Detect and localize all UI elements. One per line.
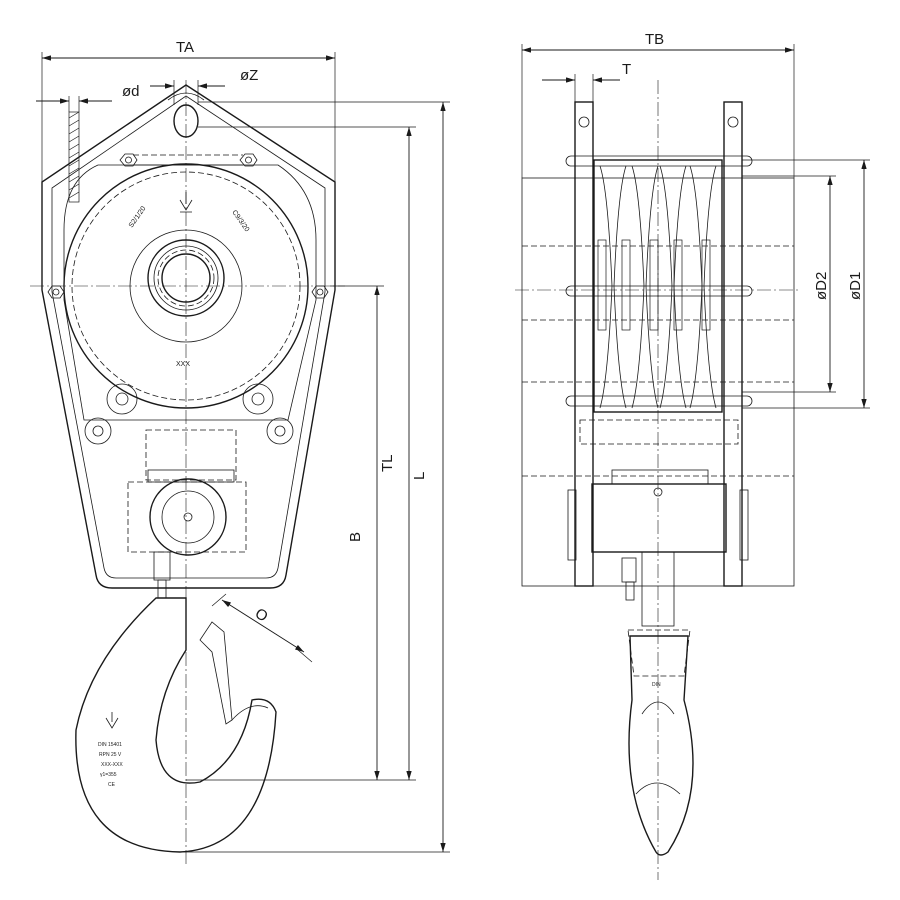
dimension-l-label: L [411, 472, 428, 480]
sheave-stack [593, 159, 723, 413]
dimension-o-label: O [252, 605, 271, 626]
bearing-rows [597, 239, 711, 331]
right-plate-marking: C9/3/20 [230, 209, 250, 233]
right-side-plate [723, 101, 743, 587]
traverse-block [591, 483, 727, 553]
left-plate-marking: S2/1/20 [128, 205, 148, 229]
sheave-hub [129, 229, 243, 343]
housing-panel [63, 164, 317, 421]
side-hook-body [628, 635, 694, 856]
left-side-plate [574, 101, 594, 587]
manufacturer-logo-icon [179, 192, 193, 213]
bottom-axle [565, 395, 753, 407]
swivel-outer [149, 478, 227, 556]
hook-marking-line-4: γ1=355 [100, 772, 117, 778]
sheave-rim [71, 171, 301, 401]
dimension-d-label: ød [122, 83, 140, 100]
axle-bore [161, 253, 211, 303]
swivel-inner [161, 490, 215, 544]
sheave-code: XXX [176, 361, 190, 368]
bearing-ring [153, 245, 219, 311]
hook-marking-line-3: XXX-XXX [101, 762, 123, 768]
eye-boss [167, 92, 205, 101]
center-axle [565, 285, 753, 297]
housing-outline [41, 84, 336, 589]
dimension-d1-label: øD1 [847, 272, 864, 300]
hook-block-upper [145, 429, 237, 481]
front-dimensions: TA ød øZ L TL B O [36, 39, 450, 853]
housing-inner-outline [51, 95, 326, 579]
rope-section [68, 111, 80, 203]
sheave-outer [63, 163, 309, 409]
hook-marking-logo-icon [105, 712, 119, 729]
suspension-eye [173, 104, 199, 138]
hook-block-lower [127, 481, 247, 553]
dimension-tl-label: TL [379, 454, 396, 472]
dimension-tb-label: TB [645, 31, 664, 48]
side-hook-code: DIN [652, 682, 661, 688]
bearing-outer [147, 239, 225, 317]
dimension-t-label: T [622, 61, 631, 78]
housing-bolts [47, 153, 329, 299]
hook-marking-line-5: CE [108, 782, 116, 788]
top-axle [565, 155, 753, 167]
side-latch [627, 629, 691, 677]
dimension-b-label: B [347, 532, 364, 542]
lower-bolts [84, 383, 294, 445]
hook-marking-line-1: DIN 15401 [98, 742, 122, 748]
dimension-d2-label: øD2 [813, 272, 830, 300]
hook-marking-line-2: RPN 25 V [99, 752, 122, 758]
lower-crossbar [579, 419, 739, 445]
front-view: S2/1/20 C9/3/20 XXX DIN 15401 RPN [30, 80, 345, 865]
dimension-ta-label: TA [176, 39, 194, 56]
side-view: DIN [515, 80, 800, 880]
side-dimensions: TB T øD1 øD2 [521, 31, 870, 409]
dimension-z-label: øZ [240, 67, 258, 84]
safety-latch [199, 621, 233, 725]
hook-shank [641, 551, 675, 627]
hook-body [75, 597, 277, 853]
